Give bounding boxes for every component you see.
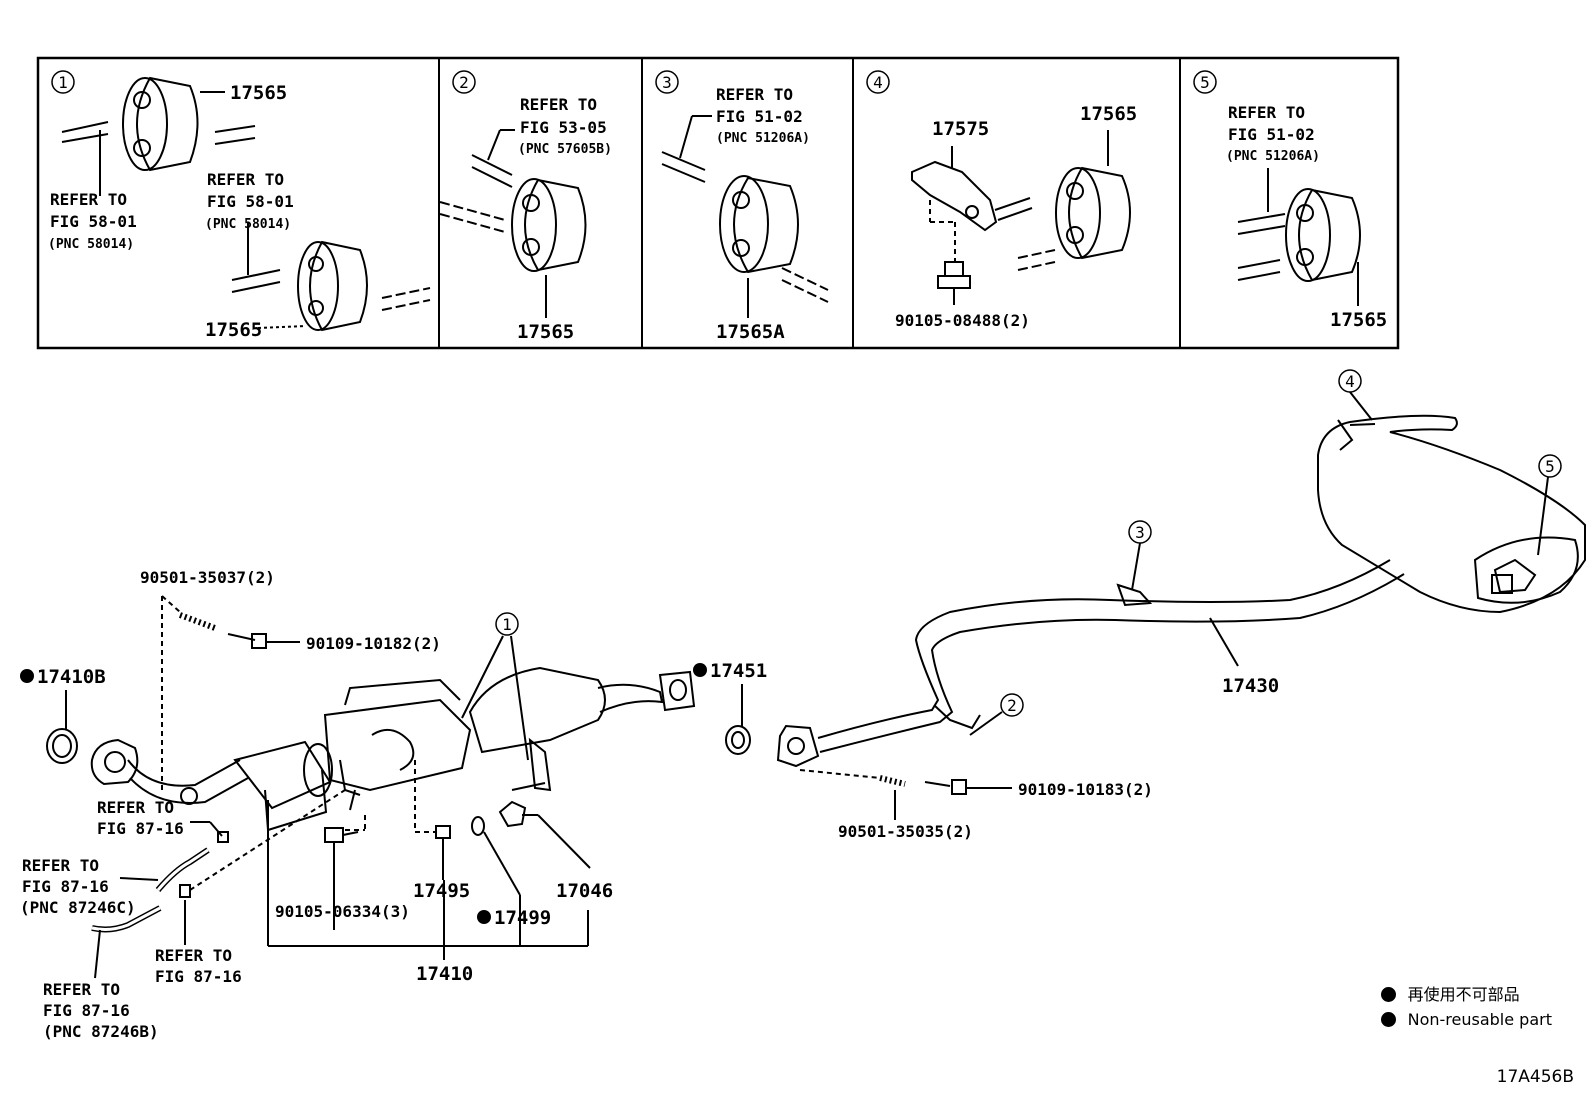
tail-pipe-17430: 17430 90109-10183(2) 90501-35035(2) 2 3 bbox=[776, 520, 1405, 841]
label-17046: 17046 bbox=[556, 880, 613, 902]
inset-2: 2 REFER TO FIG 53-05 (PNC 57605B) 17565 bbox=[439, 70, 612, 343]
inset-3-part: 17565A bbox=[716, 321, 785, 343]
inset-1: 1 17565 REFER TO FIG 58-01 (PNC 58014) R… bbox=[48, 70, 431, 341]
legend-row-en: Non-reusable part bbox=[1380, 1007, 1552, 1032]
label-90109-10182: 90109-10182(2) bbox=[306, 634, 441, 653]
callout-1-number: 1 bbox=[502, 615, 512, 634]
inset-5-ref-line1: REFER TO bbox=[1228, 103, 1305, 122]
inset-1-number: 1 bbox=[58, 73, 68, 92]
ref-c-line2: FIG 87-16 bbox=[155, 967, 242, 986]
callout-5-number: 5 bbox=[1545, 457, 1555, 476]
legend-jp-text: 再使用不可部品 bbox=[1407, 985, 1520, 1004]
inset-5-part: 17565 bbox=[1330, 309, 1387, 331]
ref-d-line2: FIG 87-16 bbox=[43, 1001, 130, 1020]
label-17410B: 17410B bbox=[37, 666, 106, 688]
inset-3-number: 3 bbox=[662, 73, 672, 92]
drawing-code: 17A456B bbox=[1496, 1067, 1574, 1087]
inset-2-ref-line2: FIG 53-05 bbox=[520, 118, 607, 137]
inset-3-ref-line3: (PNC 51206A) bbox=[716, 131, 810, 146]
callout-2-number: 2 bbox=[1007, 696, 1017, 715]
inset-4: 4 17575 17565 90105-08488(2) bbox=[866, 70, 1137, 330]
label-90501-35037: 90501-35037(2) bbox=[140, 568, 275, 587]
non-reusable-dot-icon bbox=[1380, 987, 1396, 1002]
inset-5-number: 5 bbox=[1200, 73, 1210, 92]
label-90105-06334: 90105-06334(3) bbox=[275, 902, 410, 921]
inset-5: 5 REFER TO FIG 51-02 (PNC 51206A) 17565 bbox=[1193, 70, 1387, 331]
inset-3-ref-line1: REFER TO bbox=[716, 85, 793, 104]
ref-b-line2: FIG 87-16 bbox=[22, 877, 109, 896]
inset-3-ref-line2: FIG 51-02 bbox=[716, 107, 803, 126]
inset-1-part-top: 17565 bbox=[230, 82, 287, 104]
inset-1-ref1-line1: REFER TO bbox=[50, 190, 127, 209]
ref-d-line3: (PNC 87246B) bbox=[43, 1022, 159, 1041]
front-pipe-assembly: 1 bbox=[90, 612, 696, 832]
inset-4-part-hanger: 17565 bbox=[1080, 103, 1137, 125]
inset-1-ref1-line2: FIG 58-01 bbox=[50, 212, 137, 231]
inset-1-ref1-line3: (PNC 58014) bbox=[48, 237, 134, 252]
ref-b-line3: (PNC 87246C) bbox=[20, 898, 136, 917]
ref-b-line1: REFER TO bbox=[22, 856, 99, 875]
ref-a-line1: REFER TO bbox=[97, 798, 174, 817]
gasket-17451: 17451 bbox=[693, 660, 767, 755]
callout-3-number: 3 bbox=[1135, 523, 1145, 542]
inset-4-part-bracket: 17575 bbox=[932, 118, 989, 140]
legend: 再使用不可部品 Non-reusable part bbox=[1380, 982, 1552, 1032]
label-90501-35035: 90501-35035(2) bbox=[838, 822, 973, 841]
inset-1-part-bottom: 17565 bbox=[205, 319, 262, 341]
inset-5-ref-line3: (PNC 51206A) bbox=[1226, 149, 1320, 164]
label-17499: 17499 bbox=[494, 907, 551, 929]
ref-a-line2: FIG 87-16 bbox=[97, 819, 184, 838]
ref-d-line1: REFER TO bbox=[43, 980, 120, 999]
inset-panel bbox=[36, 56, 1400, 350]
inset-2-ref-line1: REFER TO bbox=[520, 95, 597, 114]
inset-4-bolt: 90105-08488(2) bbox=[895, 311, 1030, 330]
ref-c-line1: REFER TO bbox=[155, 946, 232, 965]
non-reusable-dot-icon bbox=[1380, 1012, 1396, 1027]
inset-2-part: 17565 bbox=[517, 321, 574, 343]
inset-5-ref-line2: FIG 51-02 bbox=[1228, 125, 1315, 144]
inset-1-ref2-line1: REFER TO bbox=[207, 170, 284, 189]
callout-4-number: 4 bbox=[1345, 372, 1355, 391]
label-90109-10183: 90109-10183(2) bbox=[1018, 780, 1153, 799]
inset-1-ref2-line3: (PNC 58014) bbox=[205, 217, 291, 232]
label-17451: 17451 bbox=[710, 660, 767, 682]
gasket-17410B: 17410B bbox=[20, 666, 106, 764]
muffler: 4 5 bbox=[1317, 369, 1586, 614]
legend-en-text: Non-reusable part bbox=[1407, 1010, 1552, 1029]
front-fasteners: 90501-35037(2) 90109-10182(2) bbox=[140, 568, 441, 790]
label-17495: 17495 bbox=[413, 880, 470, 902]
label-17410: 17410 bbox=[416, 963, 473, 985]
converter-sensors: 90105-06334(3) 17495 17499 17046 17410 bbox=[267, 760, 613, 985]
inset-2-number: 2 bbox=[459, 73, 469, 92]
inset-4-number: 4 bbox=[873, 73, 883, 92]
legend-row-jp: 再使用不可部品 bbox=[1380, 982, 1552, 1007]
inset-3: 3 REFER TO FIG 51-02 (PNC 51206A) 17565A bbox=[655, 70, 829, 343]
lower-left-references: REFER TO FIG 87-16 REFER TO FIG 87-16 (P… bbox=[20, 789, 346, 1041]
label-17430: 17430 bbox=[1222, 675, 1279, 697]
inset-1-ref2-line2: FIG 58-01 bbox=[207, 192, 294, 211]
inset-2-ref-line3: (PNC 57605B) bbox=[518, 142, 612, 157]
